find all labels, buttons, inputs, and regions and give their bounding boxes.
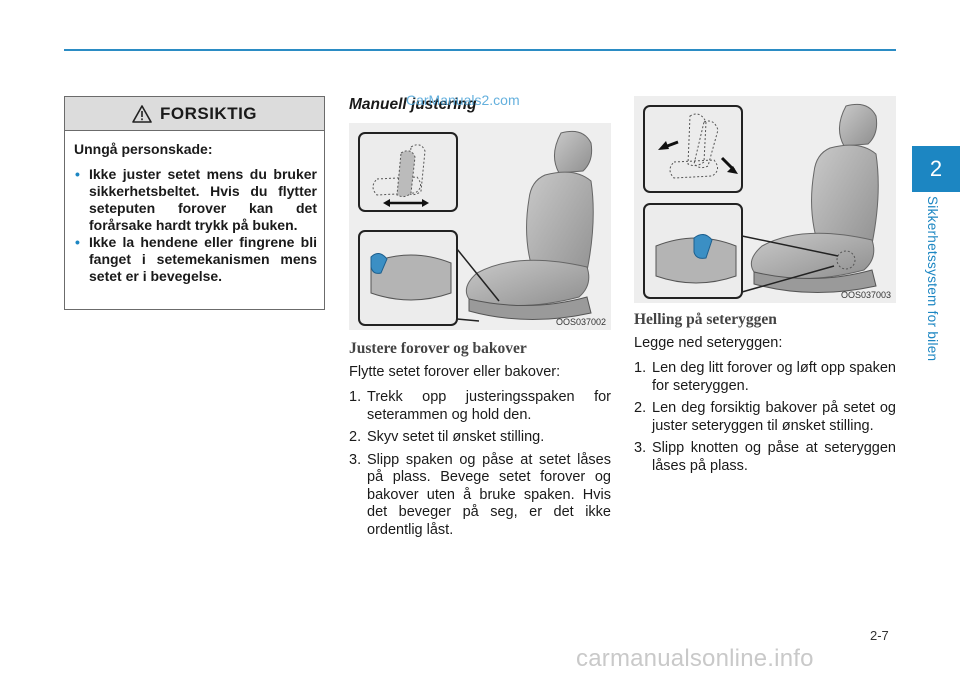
figure-seatback-recline: OOS037003: [634, 96, 896, 303]
section-title: Manuell justering: [349, 96, 477, 113]
figure-seat-forward-back: OOS037002: [349, 123, 611, 330]
subsection-heading: Justere forover og bakover: [349, 340, 527, 357]
seat-illustration: [358, 130, 594, 326]
chapter-label: Sikkerhetssystem for bilen: [924, 196, 944, 376]
page-number: 2-7: [870, 628, 889, 643]
subsection-intro: Legge ned seteryggen:: [634, 334, 783, 351]
figure-code: OOS037002: [555, 317, 606, 327]
steps-list: 1.Trekk opp justeringsspaken for seteram…: [349, 389, 611, 539]
list-item: 1.Len deg litt forover og løft opp spake…: [634, 360, 896, 394]
list-item: 2.Skyv setet til ønsket stilling.: [349, 429, 545, 445]
subsection-intro: Flytte setet forover eller bakover:: [349, 363, 561, 380]
list-item: 1.Trekk opp justeringsspaken for seteram…: [349, 389, 611, 423]
steps-list: 1.Len deg litt forover og løft opp spake…: [634, 360, 896, 475]
bullet-icon: •: [75, 166, 80, 182]
caution-lead: Unngå personskade:: [74, 141, 213, 157]
forward-back-section: Justere forover og bakover Flytte setet …: [349, 340, 611, 544]
chapter-tab[interactable]: 2: [912, 146, 960, 192]
subsection-heading: Helling på seteryggen: [634, 311, 777, 328]
caution-item: •Ikke la hendene eller fingrene bli fang…: [75, 234, 317, 284]
caution-body: Unngå personskade: •Ikke juster setet me…: [65, 131, 324, 285]
caution-item: •Ikke juster setet mens du bruker sikker…: [75, 166, 317, 233]
bullet-icon: •: [75, 234, 80, 250]
chapter-label-text: Sikkerhetssystem for bilen: [925, 196, 940, 362]
recline-section: Helling på seteryggen Legge ned seterygg…: [634, 311, 896, 480]
seat-illustration: [643, 103, 879, 299]
header-rule: [64, 49, 896, 51]
list-item: 3.Slipp knotten og påse at seteryggen lå…: [634, 440, 896, 474]
warning-triangle-icon: [132, 104, 152, 123]
watermark-top[interactable]: CarManuals2.com: [406, 92, 520, 108]
watermark-bottom[interactable]: carmanualsonline.info: [576, 645, 814, 672]
caution-title: FORSIKTIG: [159, 103, 258, 123]
list-item: 3.Slipp spaken og påse at setet låses på…: [349, 451, 611, 538]
figure-code: OOS037003: [840, 290, 891, 300]
caution-header: FORSIKTIG: [65, 97, 324, 131]
list-item: 2.Len deg forsiktig bakover på setet og …: [634, 400, 896, 434]
chapter-number: 2: [929, 156, 943, 181]
caution-list: •Ikke juster setet mens du bruker sikker…: [74, 166, 317, 285]
caution-box: FORSIKTIG Unngå personskade: •Ikke juste…: [64, 96, 325, 310]
